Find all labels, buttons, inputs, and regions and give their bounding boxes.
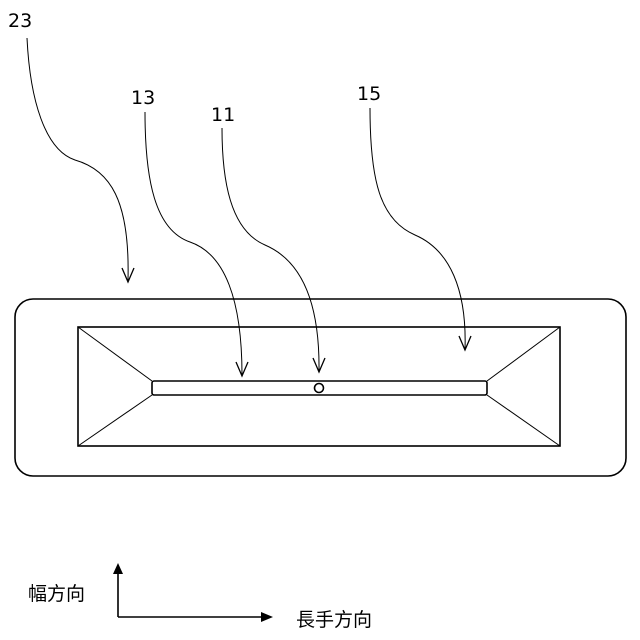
- width-axis-arrowhead: [113, 563, 123, 574]
- width-direction-label: 幅方向: [28, 583, 85, 605]
- leader-line-15: [370, 108, 465, 350]
- leader-line-13: [145, 112, 242, 375]
- facet-line-top-left: [78, 327, 152, 381]
- facet-line-bottom-right: [487, 395, 560, 446]
- ref-label-23: 23: [8, 10, 32, 32]
- facet-line-bottom-left: [78, 395, 152, 446]
- ref-label-15: 15: [357, 83, 381, 105]
- ref-label-13: 13: [131, 87, 155, 109]
- hole: [315, 384, 324, 393]
- outer-frame: [15, 299, 626, 476]
- length-direction-label: 長手方向: [296, 609, 372, 631]
- length-axis-arrowhead: [261, 612, 273, 622]
- leader-line-11: [222, 128, 319, 372]
- facet-line-top-right: [487, 327, 560, 381]
- leader-line-23: [27, 38, 128, 280]
- ref-label-11: 11: [211, 104, 235, 126]
